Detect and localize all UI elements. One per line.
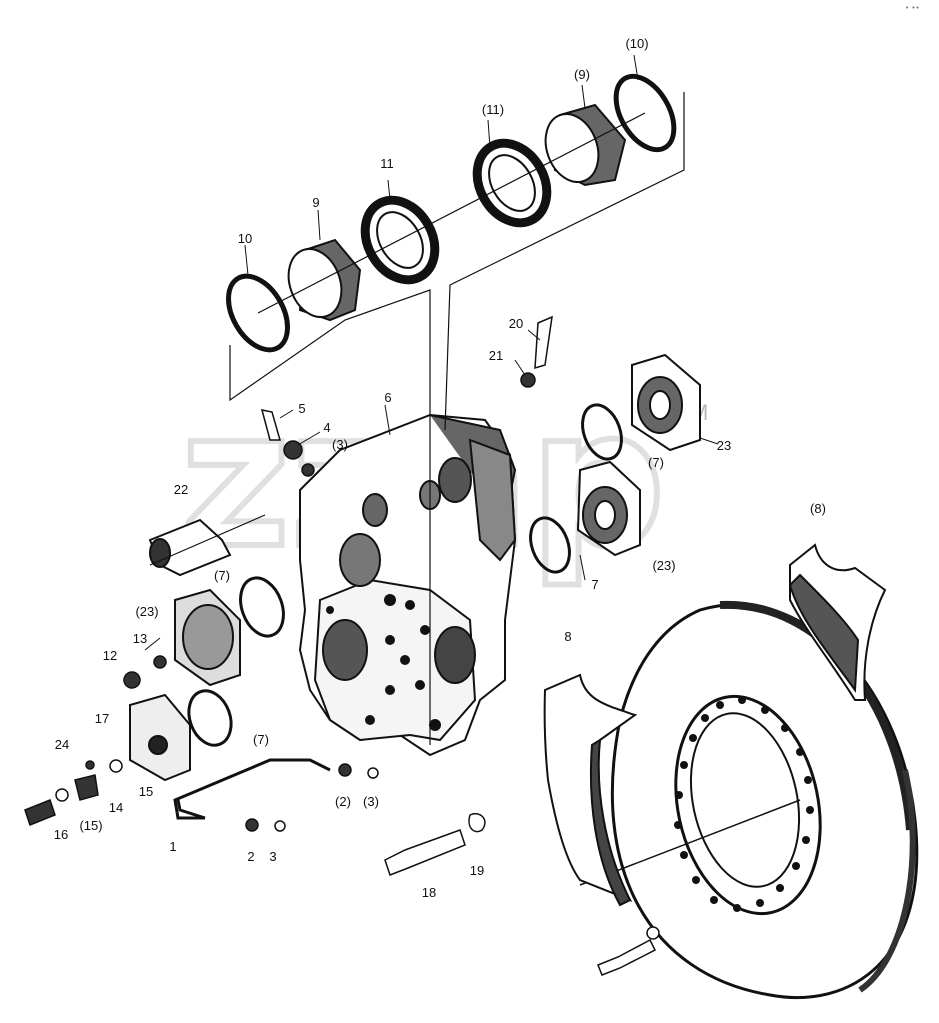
cylinder-cover-23-alt [576, 460, 641, 557]
o-ring-7-right-lower [529, 516, 571, 574]
caliper-body [298, 413, 517, 757]
o-ring-7-right-upper [581, 403, 623, 461]
o-ring-7-lower [187, 689, 233, 747]
callout-3: 3 [269, 849, 276, 864]
callout-7-right: 7 [591, 577, 598, 592]
piston-9 [287, 238, 362, 322]
brake-pad-8 [543, 673, 638, 907]
callout-11p: (11) [482, 102, 504, 117]
callout-21: 21 [489, 348, 503, 363]
callout-6: 6 [384, 390, 391, 405]
callout-23: 23 [717, 438, 731, 453]
callout-14: 14 [109, 800, 123, 815]
brake-pipe-1 [173, 758, 331, 820]
cylinder-cover-23-left [174, 588, 241, 687]
callout-23p-right: (23) [652, 558, 675, 573]
brake-pad-8-alt [788, 543, 887, 701]
o-ring-7-left [239, 576, 285, 638]
brake-disc [579, 600, 919, 1000]
cylinder-cover-23 [631, 353, 701, 452]
callout-20: 20 [509, 316, 523, 331]
disc-bolt-holes [674, 696, 814, 912]
seal-ring-10-alt [613, 73, 677, 153]
callout-10p: (10) [625, 36, 648, 51]
callout-24: 24 [55, 737, 69, 752]
callout-leaders [144, 54, 719, 651]
callout-2p: (2) [335, 794, 351, 809]
callout-11: 11 [380, 156, 394, 171]
small-hardware [24, 315, 660, 976]
dust-boot-11-alt [472, 138, 552, 228]
callout-15p: (15) [79, 818, 102, 833]
callout-2: 2 [247, 849, 254, 864]
callout-12: 12 [103, 648, 117, 663]
callout-7p-left: (7) [214, 568, 230, 583]
seal-ring-10 [226, 273, 290, 353]
callout-23p-left: (23) [135, 604, 158, 619]
callout-8: 8 [564, 629, 571, 644]
callout-3p: (3) [363, 794, 379, 809]
callout-5: 5 [298, 401, 305, 416]
piston-9-alt [544, 103, 627, 187]
callout-4: 4 [323, 420, 330, 435]
callout-17: 17 [95, 711, 109, 726]
callout-13: 13 [133, 631, 147, 646]
callout-3p-top: (3) [332, 437, 348, 452]
corner-mark: • •• [905, 4, 920, 12]
callout-9p: (9) [574, 67, 590, 82]
guide-bushing-22 [148, 514, 266, 577]
callout-18: 18 [422, 885, 436, 900]
callout-9: 9 [312, 195, 319, 210]
callout-15: 15 [139, 784, 153, 799]
callout-19: 19 [470, 863, 484, 878]
cover-17 [129, 693, 191, 782]
callout-1: 1 [169, 839, 176, 854]
callout-7p-lower: (7) [253, 732, 269, 747]
callout-7p-right: (7) [648, 455, 664, 470]
callout-8p: (8) [810, 501, 826, 516]
callout-22: 22 [174, 482, 188, 497]
callout-10: 10 [238, 231, 252, 246]
assembly-lines [229, 92, 685, 745]
callout-16: 16 [54, 827, 68, 842]
